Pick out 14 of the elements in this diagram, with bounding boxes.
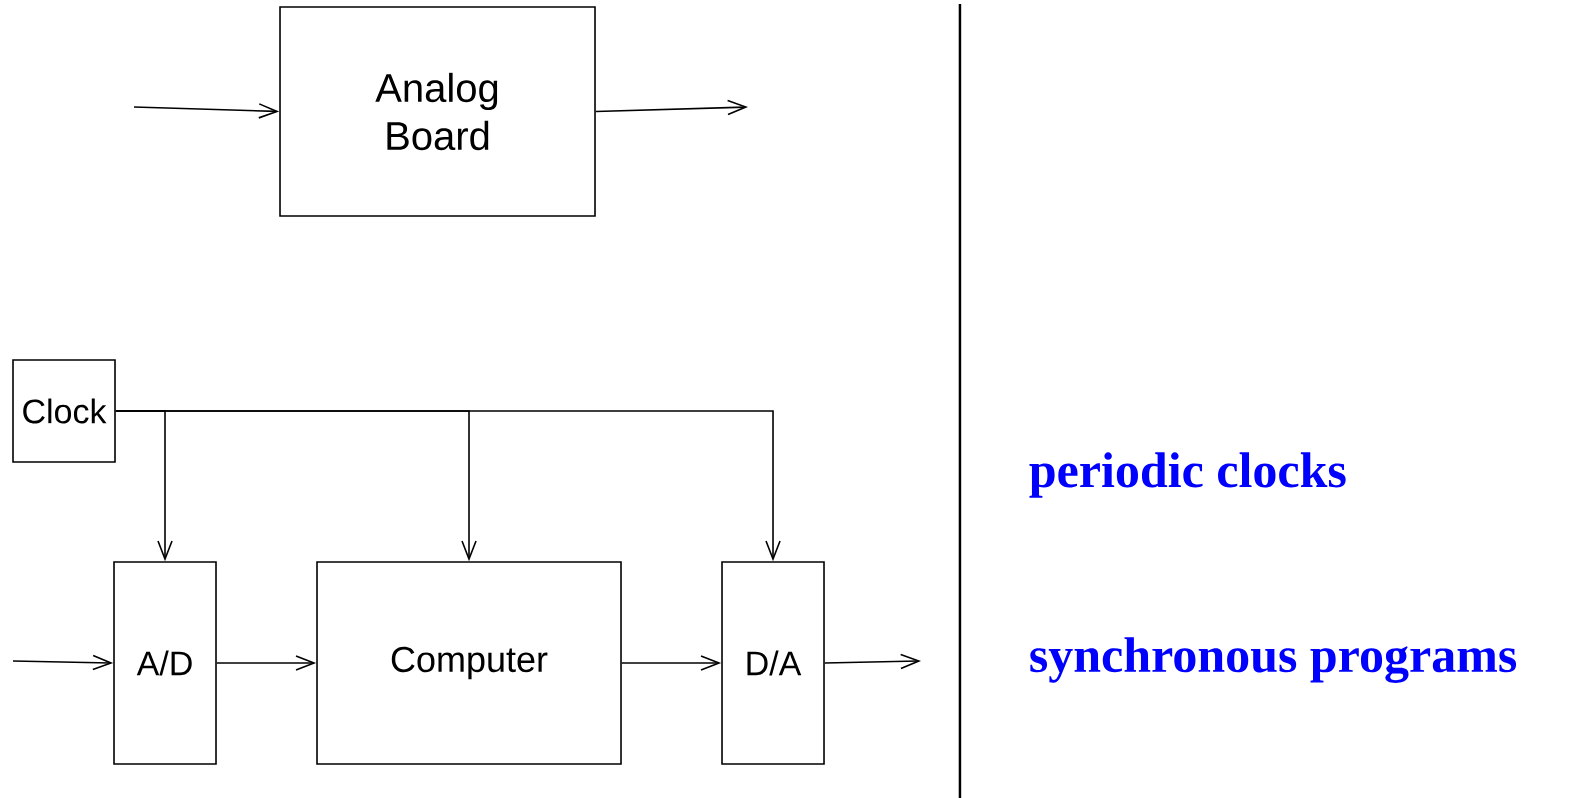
arrow	[12, 654, 114, 671]
block-box: D/A	[721, 561, 825, 765]
arrow	[595, 99, 748, 116]
arrow	[824, 653, 921, 670]
block-box: Analog Board	[279, 6, 596, 217]
arrow	[621, 655, 722, 671]
arrow	[133, 103, 280, 119]
note-text: periodic clocks	[1029, 452, 1346, 498]
block-box: A/D	[113, 561, 217, 765]
block-box: Clock	[12, 359, 116, 463]
note-text: synchronous programs	[1030, 637, 1517, 683]
arrow	[115, 410, 781, 562]
arrow	[216, 655, 317, 671]
block-box: Computer	[316, 561, 622, 765]
